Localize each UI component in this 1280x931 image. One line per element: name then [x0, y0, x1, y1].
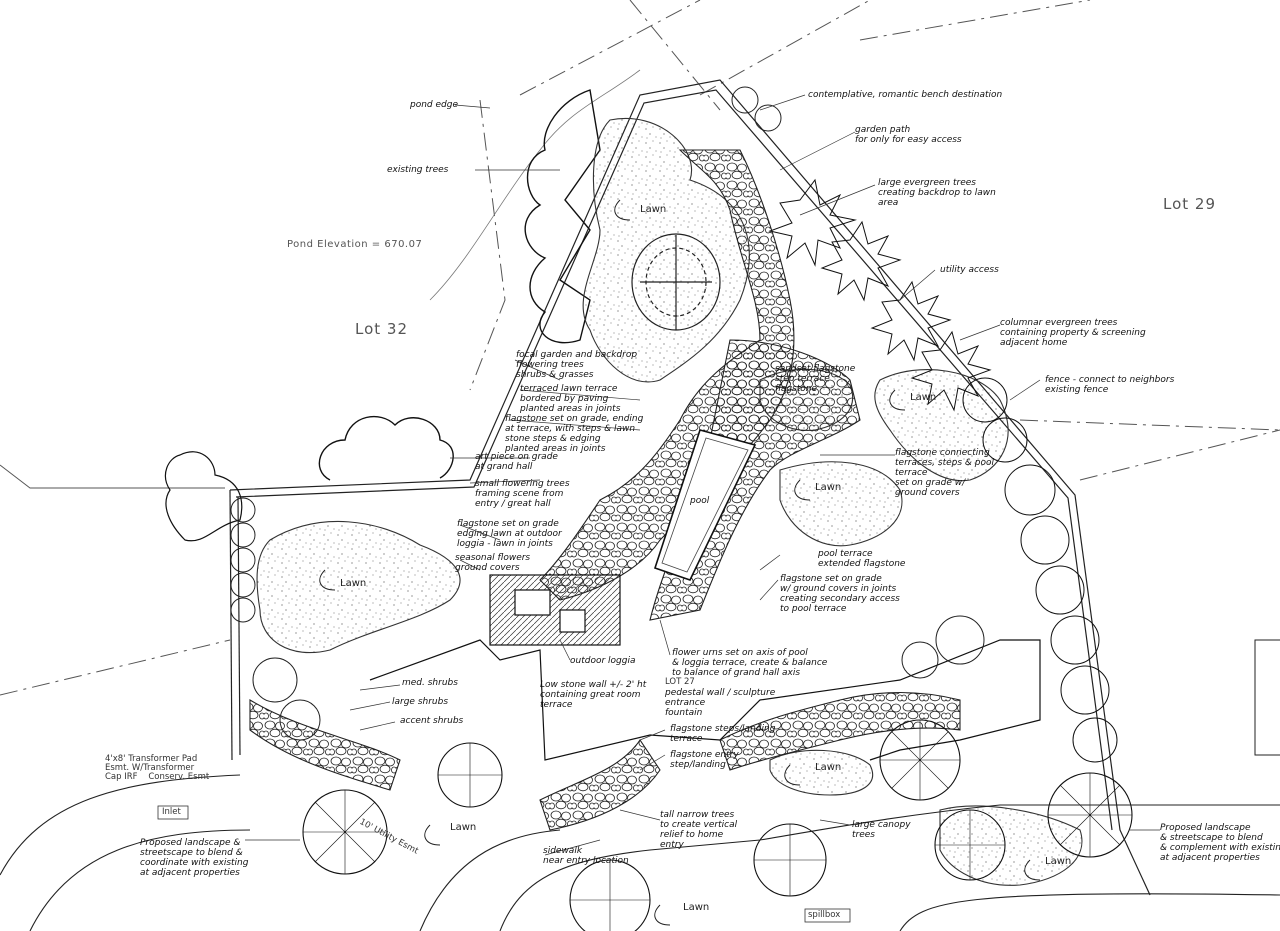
note-proposed-right: Proposed landscape & streetscape to blen… — [1160, 823, 1280, 863]
pond-elevation-label: Pond Elevation = 670.07 — [287, 239, 423, 250]
note-pedestal: pedestal wall / sculpture entrance fount… — [665, 688, 776, 718]
focal-garden — [631, 233, 721, 331]
property-boundary — [229, 79, 1151, 896]
house-footprint — [369, 574, 1041, 761]
note-fence: fence - connect to neighbors existing fe… — [1045, 375, 1175, 395]
columnar-evergreens — [962, 377, 1118, 763]
note-flagstone-terrace: flagstone connecting terraces, steps & p… — [895, 448, 994, 498]
inlet-box — [157, 805, 189, 820]
note-terraced-lawn: terraced lawn terrace bordered by paving… — [520, 384, 621, 414]
note-garden-path: garden path for only for easy access — [855, 125, 962, 145]
note-sidewalk: sidewalk near entry location — [543, 846, 629, 866]
lawn-label-2: Lawn — [340, 578, 367, 589]
inlet-label: Inlet — [162, 807, 181, 817]
small-flowering-trees — [230, 86, 985, 741]
transformer-label: 4'x8' Transformer Pad Esmt. W/Transforme… — [105, 754, 210, 782]
lot-line — [0, 464, 225, 489]
note-accent-shrubs: accent shrubs — [400, 716, 464, 726]
note-flagstone-steps: flagstone steps/landing terrace — [670, 724, 776, 744]
lot-29-label: Lot 29 — [1163, 195, 1217, 213]
lawn-label-3: Lawn — [815, 482, 842, 493]
existing-tree-cloud-west — [318, 415, 454, 481]
lawn-label-7: Lawn — [1045, 856, 1072, 867]
note-existing-trees: existing trees — [387, 165, 449, 175]
note-focal-garden: focal garden and backdrop flowering tree… — [516, 350, 638, 380]
leader-lines — [245, 94, 1160, 856]
existing-tree-cloud — [524, 89, 601, 344]
pond-edge-label: pond edge — [410, 100, 458, 110]
street-curbs — [0, 774, 1280, 931]
note-art-piece: art piece on grade at grand hall — [475, 452, 558, 472]
note-pool-terrace: pool terrace extended flagstone — [818, 549, 906, 569]
note-flagstone-grade: flagstone set on grade w/ ground covers … — [780, 574, 900, 614]
pool — [653, 429, 757, 581]
note-large-shrubs: large shrubs — [392, 697, 449, 707]
spillbox-box — [804, 908, 851, 923]
note-utility-access: utility access — [940, 265, 999, 275]
evergreen-shrubs — [768, 178, 992, 412]
note-flower-urns: flower urns set on axis of pool & loggia… — [672, 648, 828, 678]
note-outdoor-loggia: outdoor loggia — [570, 656, 636, 666]
note-narrow-trees: tall narrow trees to create vertical rel… — [660, 810, 738, 850]
canopy-trees — [302, 719, 1133, 931]
note-med-shrubs: med. shrubs — [402, 678, 458, 688]
note-seasonal: seasonal flowers ground covers — [455, 553, 531, 573]
lawn-label-1: Lawn — [640, 204, 667, 215]
note-small-trees: small flowering trees framing scene from… — [475, 479, 570, 509]
note-flagstone-edging: flagstone set on grade edging lawn at ou… — [457, 519, 562, 549]
lot-27-label: LOT 27 — [665, 677, 695, 687]
note-contemplative: contemplative, romantic bench destinatio… — [808, 90, 1003, 100]
existing-tree-cloud-southwest — [165, 451, 243, 542]
note-evergreen: large evergreen trees creating backdrop … — [878, 178, 996, 208]
note-flagstone-set: flagstone set on grade, ending at terrac… — [505, 414, 644, 454]
lawn-label-6: Lawn — [450, 822, 477, 833]
lawn-label-5: Lawn — [815, 762, 842, 773]
adjacent-structure — [1254, 639, 1280, 756]
note-flagstone-entry: flagstone entry step/landing — [670, 750, 739, 770]
note-large-canopy: large canopy trees — [852, 820, 911, 840]
lot-32-label: Lot 32 — [355, 320, 409, 338]
lawn-label-8: Lawn — [683, 902, 710, 913]
note-columnar: columnar evergreen trees containing prop… — [1000, 318, 1146, 348]
spillbox-label: spillbox — [808, 910, 841, 920]
pond-edge-line — [429, 69, 641, 301]
note-proposed-left: Proposed landscape & streetscape to blen… — [140, 838, 249, 878]
note-low-wall: Low stone wall +/- 2' ht containing grea… — [540, 680, 647, 710]
dashed-property-lines — [0, 0, 1280, 696]
lawn-label-4: Lawn — [910, 392, 937, 403]
lawn-arrows — [319, 199, 1041, 926]
pool-label: pool — [690, 496, 710, 506]
note-sandset: sandset flagstone step terrace flagstone — [775, 364, 856, 394]
